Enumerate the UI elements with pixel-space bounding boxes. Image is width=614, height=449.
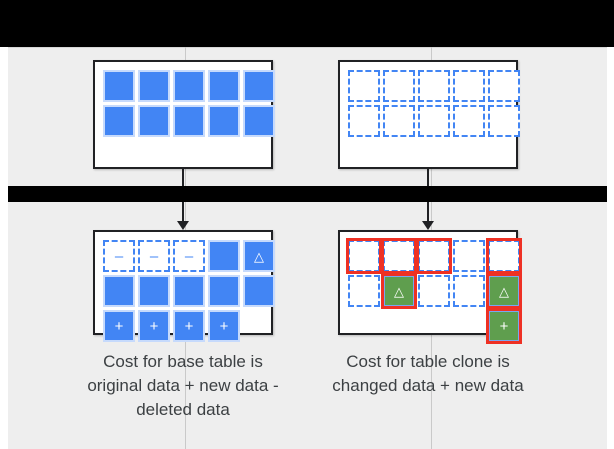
middle-black-bar	[0, 186, 614, 202]
table-clone-original-grid	[348, 70, 520, 137]
minus-icon: –	[149, 247, 159, 265]
table-cell-empty-r3c3	[418, 310, 450, 342]
table-cell-dashed-r1c3	[418, 70, 450, 102]
table-cell-dashed-r2c4	[453, 105, 485, 137]
base-table-original-box	[93, 60, 275, 169]
table-clone-after-changes-grid: △ △ +	[346, 238, 522, 344]
table-cell-solid-r2c3	[173, 105, 205, 137]
table-cell-dashed-r1c5	[486, 238, 522, 274]
table-cell-solid-r1c2	[138, 70, 170, 102]
triangle-icon: △	[254, 248, 264, 264]
table-cell-solid-r1c5	[243, 70, 275, 102]
table-cell-solid-r1c3	[173, 70, 205, 102]
arrow-head	[422, 221, 434, 230]
caption-table-clone: Cost for table clone is changed data + n…	[332, 352, 524, 396]
table-cell-green-r2c2: △	[381, 273, 417, 309]
triangle-icon: △	[394, 283, 404, 299]
table-cell-dashed-r1c1	[346, 238, 382, 274]
triangle-icon: △	[499, 283, 509, 299]
plus-icon: +	[184, 317, 194, 335]
table-clone-original-box	[338, 60, 520, 169]
caption-base-table: Cost for base table is original data + n…	[87, 352, 279, 420]
base-table-original-grid	[103, 70, 275, 137]
table-cell-dashed-r2c3	[418, 275, 450, 307]
table-cell-dashed-r1c5	[488, 70, 520, 102]
table-cell-solid-r1c4	[208, 240, 240, 272]
base-table-after-changes-grid: – – – △ + + + +	[103, 240, 275, 342]
table-cell-green-r2c5: △	[486, 273, 522, 309]
table-cell-solid-r3c3: +	[173, 310, 205, 342]
base-table-after-changes-box: – – – △ + + + +	[93, 230, 275, 342]
table-cell-solid-r2c1	[103, 105, 135, 137]
table-cell-solid-r2c4	[208, 105, 240, 137]
table-cell-dashed-r1c3: –	[173, 240, 205, 272]
arrow-head	[177, 221, 189, 230]
table-cell-dashed-r1c2	[383, 70, 415, 102]
table-cell-dashed-r2c1	[348, 105, 380, 137]
table-cell-dashed-r1c2	[381, 238, 417, 274]
table-cell-empty-r3c5	[243, 310, 275, 342]
table-cell-dashed-r1c2: –	[138, 240, 170, 272]
table-cell-dashed-r2c3	[418, 105, 450, 137]
table-cell-dashed-r1c1: –	[103, 240, 135, 272]
page-edge-right	[607, 47, 614, 449]
table-clone-after-changes-box: △ △ +	[338, 230, 522, 344]
table-cell-solid-r2c4	[208, 275, 240, 307]
table-cell-solid-r2c2	[138, 275, 170, 307]
table-cell-solid-r2c3	[173, 275, 205, 307]
table-cell-dashed-r2c2	[383, 105, 415, 137]
table-cell-dashed-r2c5	[488, 105, 520, 137]
table-cell-solid-r2c2	[138, 105, 170, 137]
minus-icon: –	[184, 247, 194, 265]
table-cell-solid-r2c1	[103, 275, 135, 307]
top-divider-rule	[8, 47, 607, 48]
table-cell-solid-r3c1: +	[103, 310, 135, 342]
top-black-bar	[0, 0, 614, 47]
plus-icon: +	[219, 317, 229, 335]
plus-icon: +	[149, 317, 159, 335]
table-cell-dashed-r1c4	[453, 240, 485, 272]
table-cell-dashed-r1c4	[453, 70, 485, 102]
table-cell-solid-r2c5	[243, 275, 275, 307]
table-cell-empty-r3c1	[348, 310, 380, 342]
table-cell-solid-r1c5: △	[243, 240, 275, 272]
table-cell-empty-r3c2	[383, 310, 415, 342]
table-cell-solid-r3c2: +	[138, 310, 170, 342]
table-cell-dashed-r2c4	[453, 275, 485, 307]
minus-icon: –	[114, 247, 124, 265]
table-cell-solid-r3c4: +	[208, 310, 240, 342]
plus-icon: +	[114, 317, 124, 335]
table-cell-dashed-r2c1	[348, 275, 380, 307]
table-cell-empty-r3c4	[453, 310, 485, 342]
plus-icon: +	[499, 317, 509, 335]
table-cell-solid-r1c4	[208, 70, 240, 102]
page-edge-left	[0, 47, 8, 449]
table-cell-solid-r2c5	[243, 105, 275, 137]
table-cell-dashed-r1c3	[416, 238, 452, 274]
table-cell-green-r3c5: +	[486, 308, 522, 344]
table-cell-solid-r1c1	[103, 70, 135, 102]
table-cell-dashed-r1c1	[348, 70, 380, 102]
